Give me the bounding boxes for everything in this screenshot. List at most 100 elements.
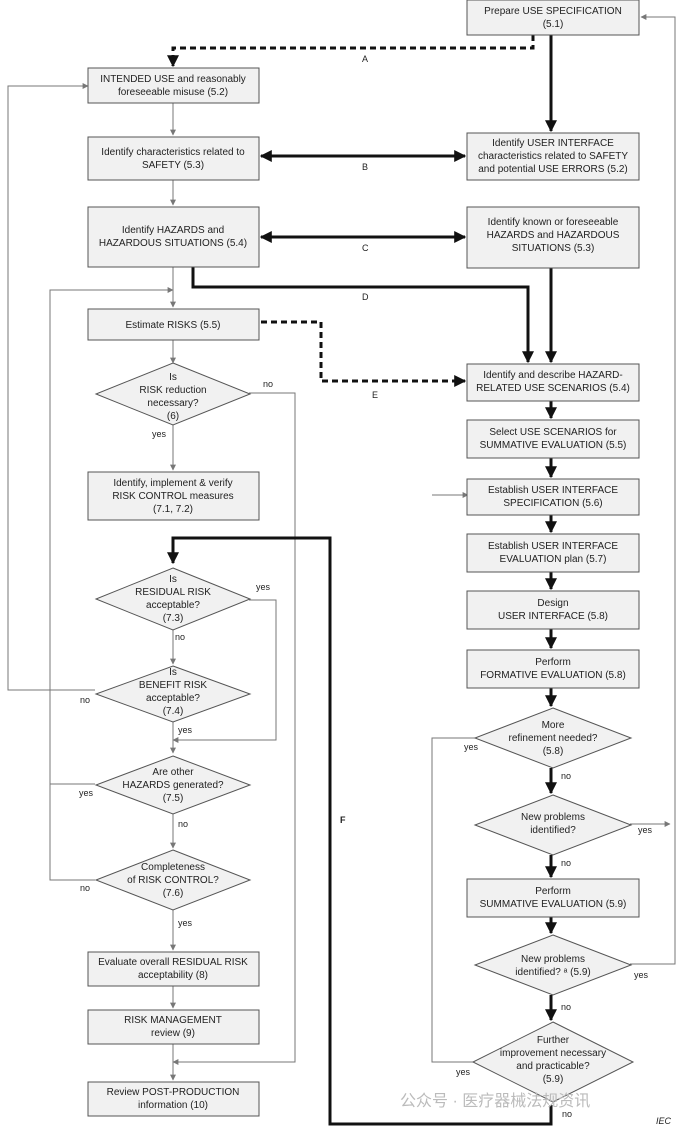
- node-text-line: Identify characteristics related to: [101, 147, 245, 158]
- watermark-text: 公众号 · 医疗器械法规资讯: [400, 1092, 590, 1110]
- branch-yes-new-problems-2: yes: [634, 970, 649, 980]
- node-text-line: USER INTERFACE (5.8): [498, 611, 608, 622]
- node-text-line: BENEFIT RISK: [139, 680, 207, 691]
- node-text-line: Are other: [152, 767, 194, 778]
- node-identify-characteristics: Identify characteristics related to SAFET…: [87, 136, 260, 181]
- node-text-line: (7.3): [163, 613, 184, 624]
- node-text-line: Select USE SCENARIOS for: [489, 427, 617, 438]
- branch-no-benefit: no: [80, 695, 90, 705]
- decision-further-improvement-text: Further improvement necessary and practica…: [500, 1035, 606, 1085]
- node-text-line: acceptability (8): [138, 970, 208, 981]
- node-text-line: New problems: [521, 954, 585, 965]
- node-text-line: Is: [169, 574, 177, 585]
- node-evaluate-overall: Evaluate overall RESIDUAL RISK acceptabil…: [87, 951, 260, 987]
- branch-no-residual: no: [175, 632, 185, 642]
- branch-yes-new-problems-1: yes: [638, 825, 653, 835]
- branch-yes-residual: yes: [256, 582, 271, 592]
- node-identify-characteristics-text: Identify characteristics related to SAFET…: [101, 147, 245, 171]
- node-text-line: Identify USER INTERFACE: [492, 138, 614, 149]
- node-describe-scenarios: Identify and describe HAZARD- RELATED USE…: [466, 363, 640, 402]
- node-estimate-risks-text: Estimate RISKS (5.5): [125, 320, 220, 331]
- node-text-line: Identify and describe HAZARD-: [483, 370, 623, 381]
- node-text-line: RISK MANAGEMENT: [124, 1015, 222, 1026]
- branch-no-new-problems-1: no: [561, 858, 571, 868]
- node-ui-evaluation-plan-text: Establish USER INTERFACE EVALUATION plan …: [488, 541, 618, 565]
- node-text-line: identified?: [530, 825, 576, 836]
- node-text-line: Further: [537, 1035, 570, 1046]
- node-text-line: foreseeable misuse (5.2): [118, 87, 228, 98]
- branch-yes-more-refinement: yes: [464, 742, 479, 752]
- node-text-line: FORMATIVE EVALUATION (5.8): [480, 670, 626, 681]
- node-prepare-use-specification: Prepare USE SPECIFICATION(5.1): [466, 0, 640, 36]
- node-intended-use-text: INTENDED USE and reasonably foreseeable m…: [100, 74, 246, 98]
- node-text-line: (7.1, 7.2): [153, 504, 193, 515]
- node-text-line: information (10): [138, 1100, 208, 1111]
- thin-connectors: [7, 14, 676, 1081]
- node-text-line: SAFETY (5.3): [142, 160, 204, 171]
- node-text-line: necessary?: [147, 398, 199, 409]
- node-text-line: Identify, implement & verify: [113, 478, 232, 489]
- connector-label-d: D: [362, 292, 369, 302]
- node-text-line: acceptable?: [146, 600, 200, 611]
- branch-no-further: no: [562, 1109, 572, 1119]
- node-text-line: Perform: [535, 657, 571, 668]
- node-text-line: Identify HAZARDS and: [122, 225, 224, 236]
- node-text-line: identified? ᵃ (5.9): [515, 967, 590, 978]
- node-text-line: improvement necessary: [500, 1048, 606, 1059]
- node-text-line: HAZARDS and HAZARDOUS: [487, 230, 620, 241]
- node-text-line: EVALUATION plan (5.7): [500, 554, 607, 565]
- node-text-line: Perform: [535, 886, 571, 897]
- node-text-line: RELATED USE SCENARIOS (5.4): [476, 383, 630, 394]
- node-text-line: RISK reduction: [139, 385, 206, 396]
- node-text-line: INTENDED USE and reasonably: [100, 74, 246, 85]
- node-prepare-use-specification-text: Prepare USE SPECIFICATION(5.1): [484, 6, 622, 30]
- connector-label-f: F: [340, 815, 346, 825]
- node-text-line: and practicable?: [516, 1061, 590, 1072]
- node-text-line: SPECIFICATION (5.6): [503, 498, 602, 509]
- node-text-line: (7.6): [163, 888, 184, 899]
- branch-yes-further: yes: [456, 1067, 471, 1077]
- branch-yes-completeness: yes: [178, 918, 193, 928]
- node-text-line: New problems: [521, 812, 585, 823]
- node-text-line: SUMMATIVE EVALUATION (5.5): [480, 440, 627, 451]
- branch-yes-benefit: yes: [178, 725, 193, 735]
- node-text-line: HAZARDOUS SITUATIONS (5.4): [99, 238, 247, 249]
- node-evaluate-overall-text: Evaluate overall RESIDUAL RISK acceptabil…: [98, 957, 248, 981]
- node-text-line: refinement needed?: [509, 733, 598, 744]
- node-text-line: acceptable?: [146, 693, 200, 704]
- node-text-line: Completeness: [141, 862, 205, 873]
- decision-new-problems-1: New problems identified?: [473, 794, 633, 856]
- decision-new-problems-1-text: New problems identified?: [521, 812, 585, 836]
- node-text-line: Identify known or foreseeable: [488, 217, 619, 228]
- decision-further-improvement: Further improvement necessary and practica…: [471, 1021, 635, 1103]
- connector-label-e: E: [372, 390, 378, 400]
- node-text-line: Establish USER INTERFACE: [488, 541, 618, 552]
- node-text-line: (5.8): [543, 746, 564, 757]
- connector-label-a: A: [362, 54, 368, 64]
- node-text-line: Evaluate overall RESIDUAL RISK: [98, 957, 248, 968]
- node-text-line: (6): [167, 411, 179, 422]
- node-text-line: Estimate RISKS (5.5): [125, 320, 220, 331]
- branch-no-more-refinement: no: [561, 771, 571, 781]
- node-intended-use: INTENDED USE and reasonably foreseeable m…: [87, 67, 260, 104]
